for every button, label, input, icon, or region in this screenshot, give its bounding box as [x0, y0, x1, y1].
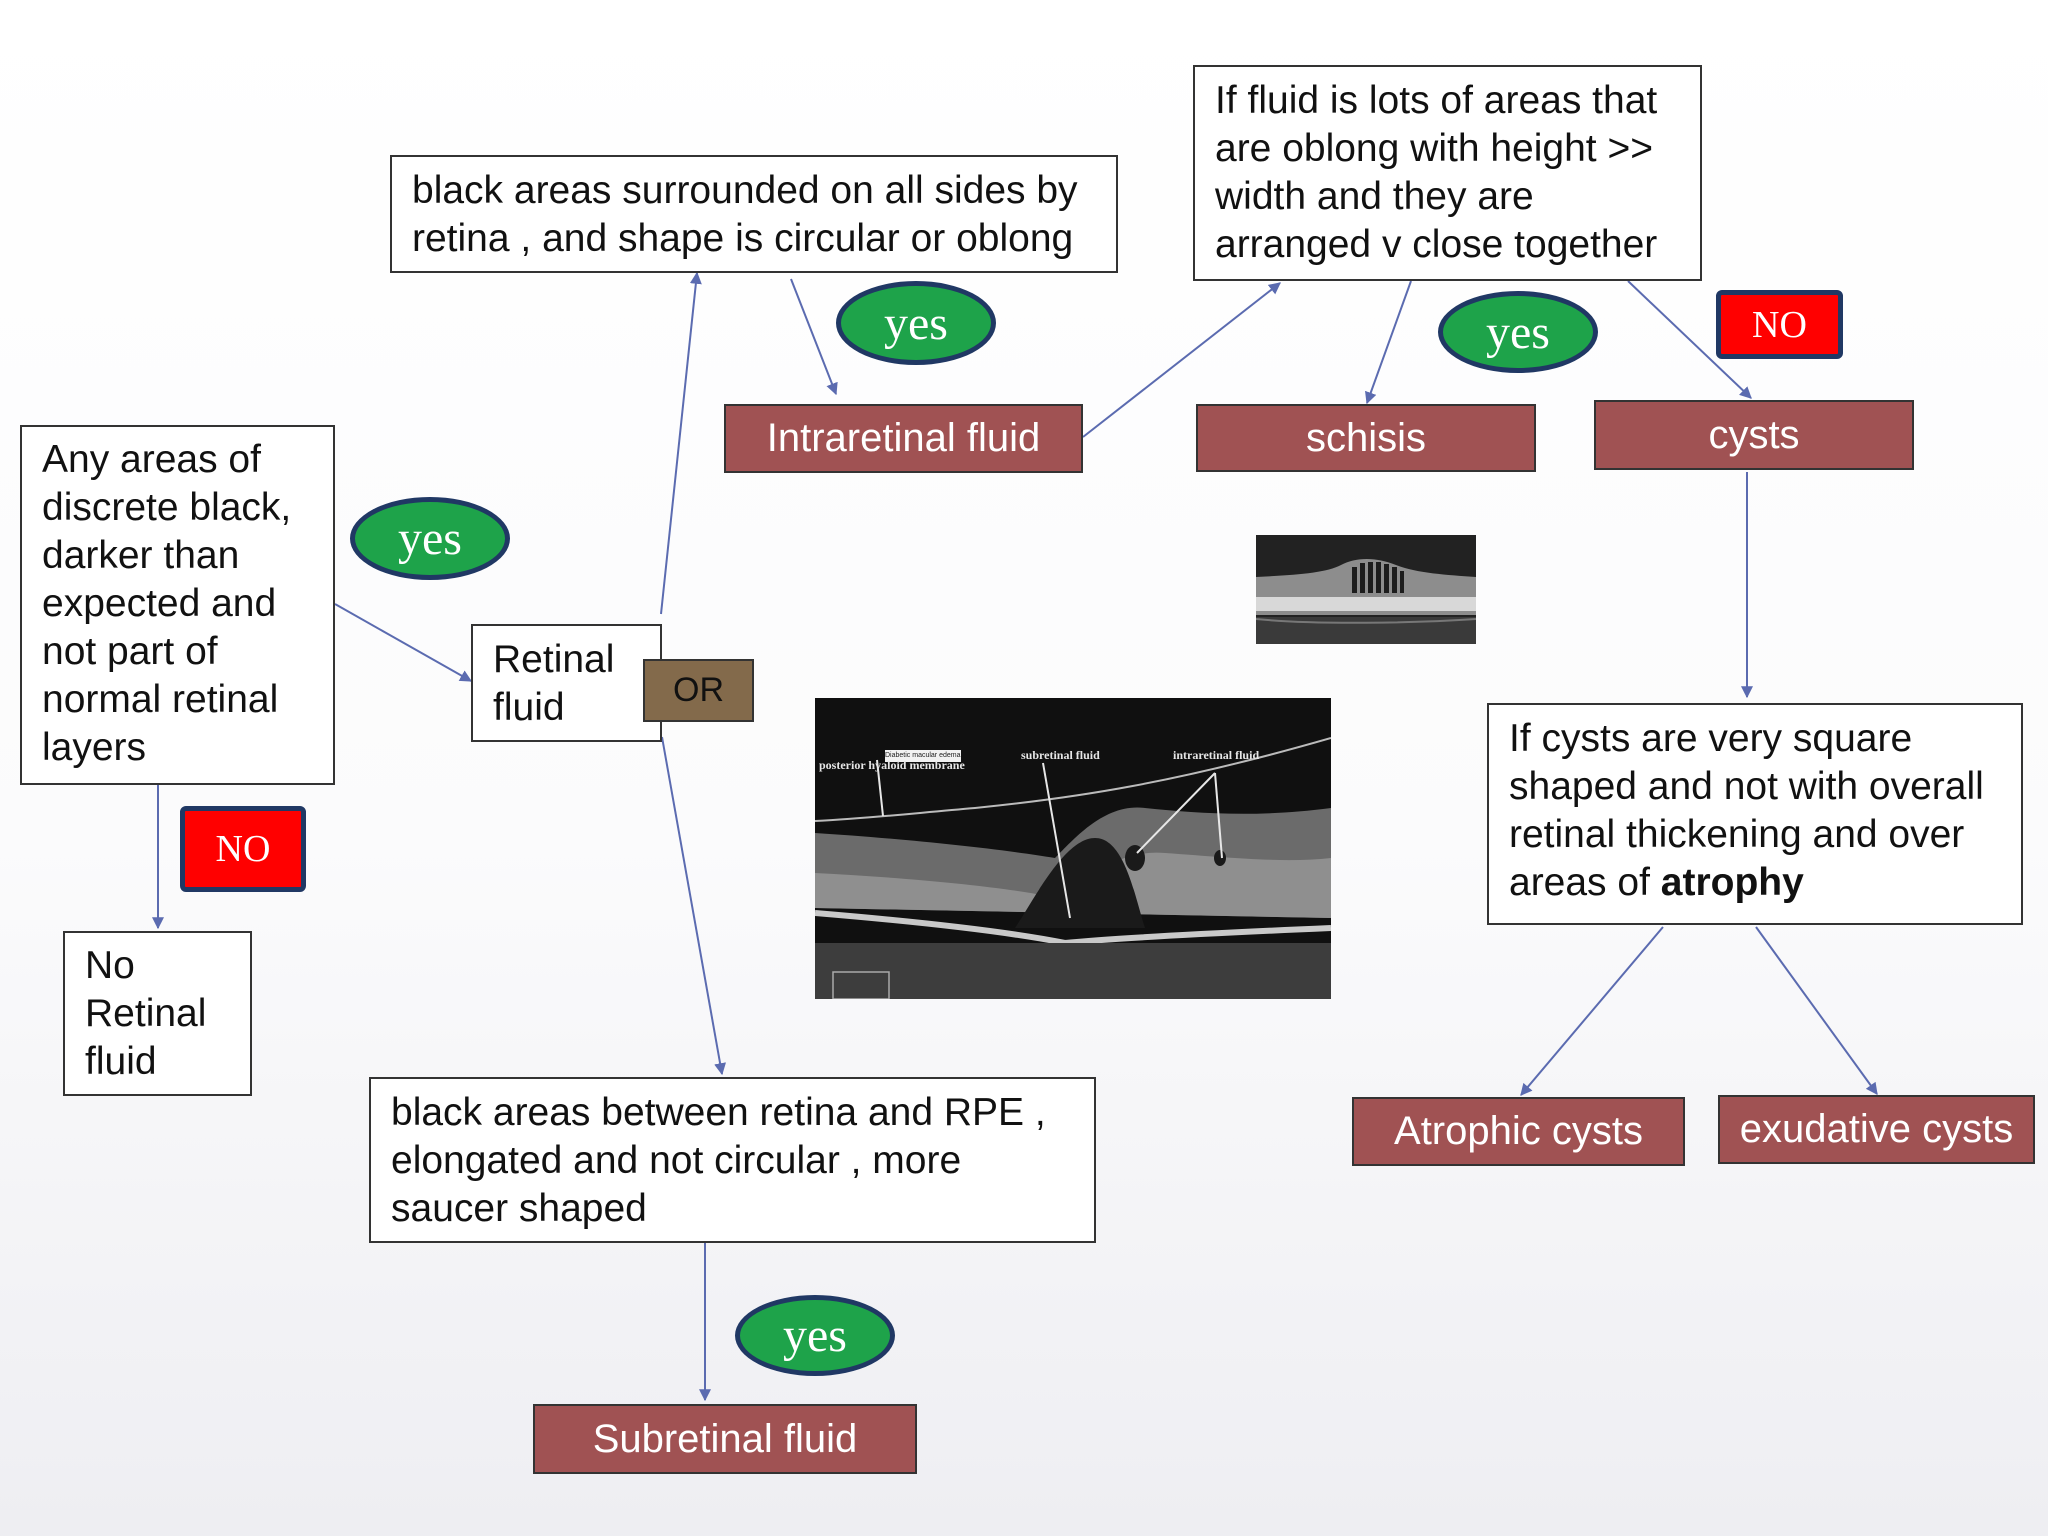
- box-any-areas: Any areas of discrete black, darker than…: [20, 425, 335, 785]
- box-retinal-fluid: Retinal fluid: [471, 624, 662, 742]
- result-schisis: schisis: [1196, 404, 1536, 472]
- box-fluid-oblong: If fluid is lots of areas that are oblon…: [1193, 65, 1702, 281]
- or-badge: OR: [643, 659, 754, 722]
- connector-retinal-to-surrounded: [660, 271, 702, 615]
- result-atrophic-cysts: Atrophic cysts: [1352, 1097, 1685, 1166]
- oct-label-subretinal: subretinal fluid: [1021, 748, 1100, 762]
- result-subretinal-fluid: Subretinal fluid: [533, 1404, 917, 1474]
- box-black-between: black areas between retina and RPE , elo…: [369, 1077, 1096, 1243]
- connector-retinal-to-between: [661, 736, 727, 1076]
- box-cysts-square-bold: atrophy: [1660, 861, 1804, 904]
- box-no-retinal-fluid: No Retinal fluid: [63, 931, 252, 1096]
- yes-badge-surrounded: yes: [836, 281, 996, 365]
- yes-badge-between: yes: [735, 1295, 895, 1376]
- connector-surrounded-to-intraretinal: [790, 278, 838, 396]
- box-cysts-square: If cysts are very square shaped and not …: [1487, 703, 2023, 925]
- box-cysts-square-text: If cysts are very square shaped and not …: [1509, 717, 1984, 904]
- oct-tag-label: Diabetic macular edema 1: [885, 752, 961, 759]
- connector-square-to-atrophic: [1520, 926, 1664, 1096]
- connector-any-to-retinal: [334, 603, 473, 682]
- result-intraretinal-fluid: Intraretinal fluid: [724, 404, 1083, 473]
- connector-square-to-exudative: [1755, 926, 1878, 1095]
- yes-badge-oblong: yes: [1438, 291, 1598, 373]
- connector-oblong-to-cysts: [1627, 280, 1752, 399]
- oct-thumbnail-image: [1256, 535, 1476, 644]
- connector-oblong-to-schisis: [1365, 280, 1412, 405]
- no-badge-any: NO: [180, 806, 306, 892]
- box-black-surrounded: black areas surrounded on all sides by r…: [390, 155, 1118, 273]
- connector-intraretinal-to-oblong: [1082, 282, 1281, 438]
- no-badge-oblong: NO: [1716, 290, 1843, 359]
- oct-annotated-image: Diabetic macular edema 1 posterior hyalo…: [815, 698, 1331, 999]
- result-cysts: cysts: [1594, 400, 1914, 470]
- yes-badge-any: yes: [350, 497, 510, 580]
- result-exudative-cysts: exudative cysts: [1718, 1095, 2035, 1164]
- oct-label-posterior: posterior hyaloid membrane: [819, 758, 965, 772]
- oct-label-intraretinal: intraretinal fluid: [1173, 748, 1260, 762]
